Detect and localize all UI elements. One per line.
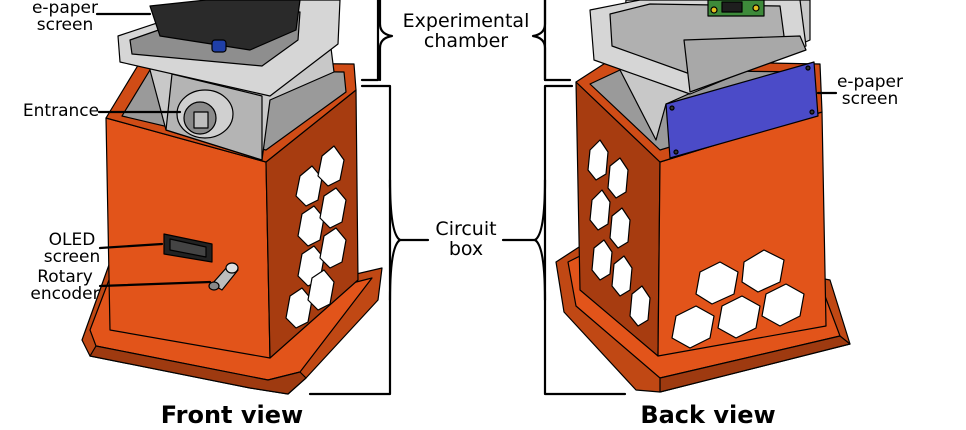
brace-right-circuit [533,178,547,302]
front-entrance [176,89,234,139]
label-back-epaper: e-paper screen [836,72,904,109]
back-device [555,0,851,393]
back-epaper-panel [665,61,819,159]
brace-left-chamber [378,0,394,82]
back-front-hex-vents [671,249,805,349]
bracket-right-circuit [543,84,627,396]
back-pcb [707,0,765,17]
label-rotary-encoder: Rotary encoder [30,267,100,304]
bracket-left-circuit [308,84,392,396]
label-circuit-box: Circuit box [435,218,497,260]
front-oled-screen [163,233,213,263]
leader-rotary [98,280,212,288]
bracket-left-chamber [360,0,380,82]
label-entrance: Entrance [22,101,100,121]
front-rotary-encoder [208,262,239,291]
title-front-view: Front view [160,401,304,429]
back-side-hex-vents [587,139,651,327]
front-device [81,0,383,395]
label-oled-screen: OLED screen [43,230,101,267]
brace-left-circuit [388,178,402,302]
label-experimental-chamber: Experimental chamber [402,10,530,52]
title-back-view: Back view [640,401,776,429]
leader-oled [98,242,164,250]
label-front-epaper: e-paper screen [31,0,99,35]
front-hex-vents [285,145,347,329]
brace-right-chamber [531,0,547,82]
bracket-right-chamber [543,0,572,82]
